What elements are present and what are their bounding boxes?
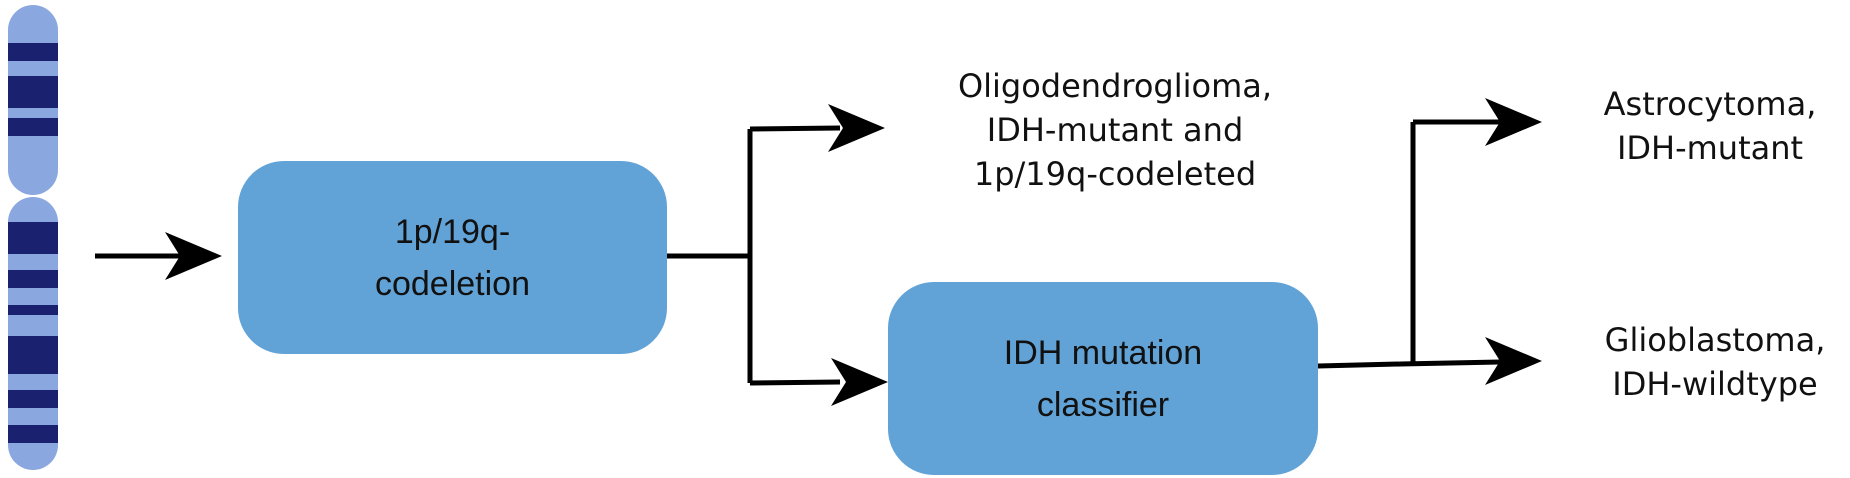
idh-classifier-box-label: IDH mutation classifier — [1003, 333, 1203, 424]
outcome-glioblastoma: Glioblastoma, IDH-wildtype — [1604, 321, 1826, 403]
arrowhead-glio — [1485, 337, 1542, 385]
idh-classifier-box: IDH mutation classifier — [888, 282, 1318, 475]
arrowheads — [165, 98, 1542, 406]
outcome-oligodendroglioma: Oligodendroglioma, IDH-mutant and 1p/19q… — [957, 67, 1273, 193]
codeletion-box-label: 1p/19q- codeletion — [374, 212, 530, 303]
chromosome-icon — [8, 5, 58, 470]
arrowhead-idh — [831, 358, 888, 406]
connector-lines — [95, 119, 1501, 386]
arrowhead-input — [165, 232, 222, 280]
arrowhead-astro — [1485, 98, 1542, 146]
codeletion-box: 1p/19q- codeletion — [238, 161, 667, 354]
outcome-astrocytoma: Astrocytoma, IDH-mutant — [1603, 85, 1817, 167]
arrowhead-oligo — [828, 104, 885, 152]
